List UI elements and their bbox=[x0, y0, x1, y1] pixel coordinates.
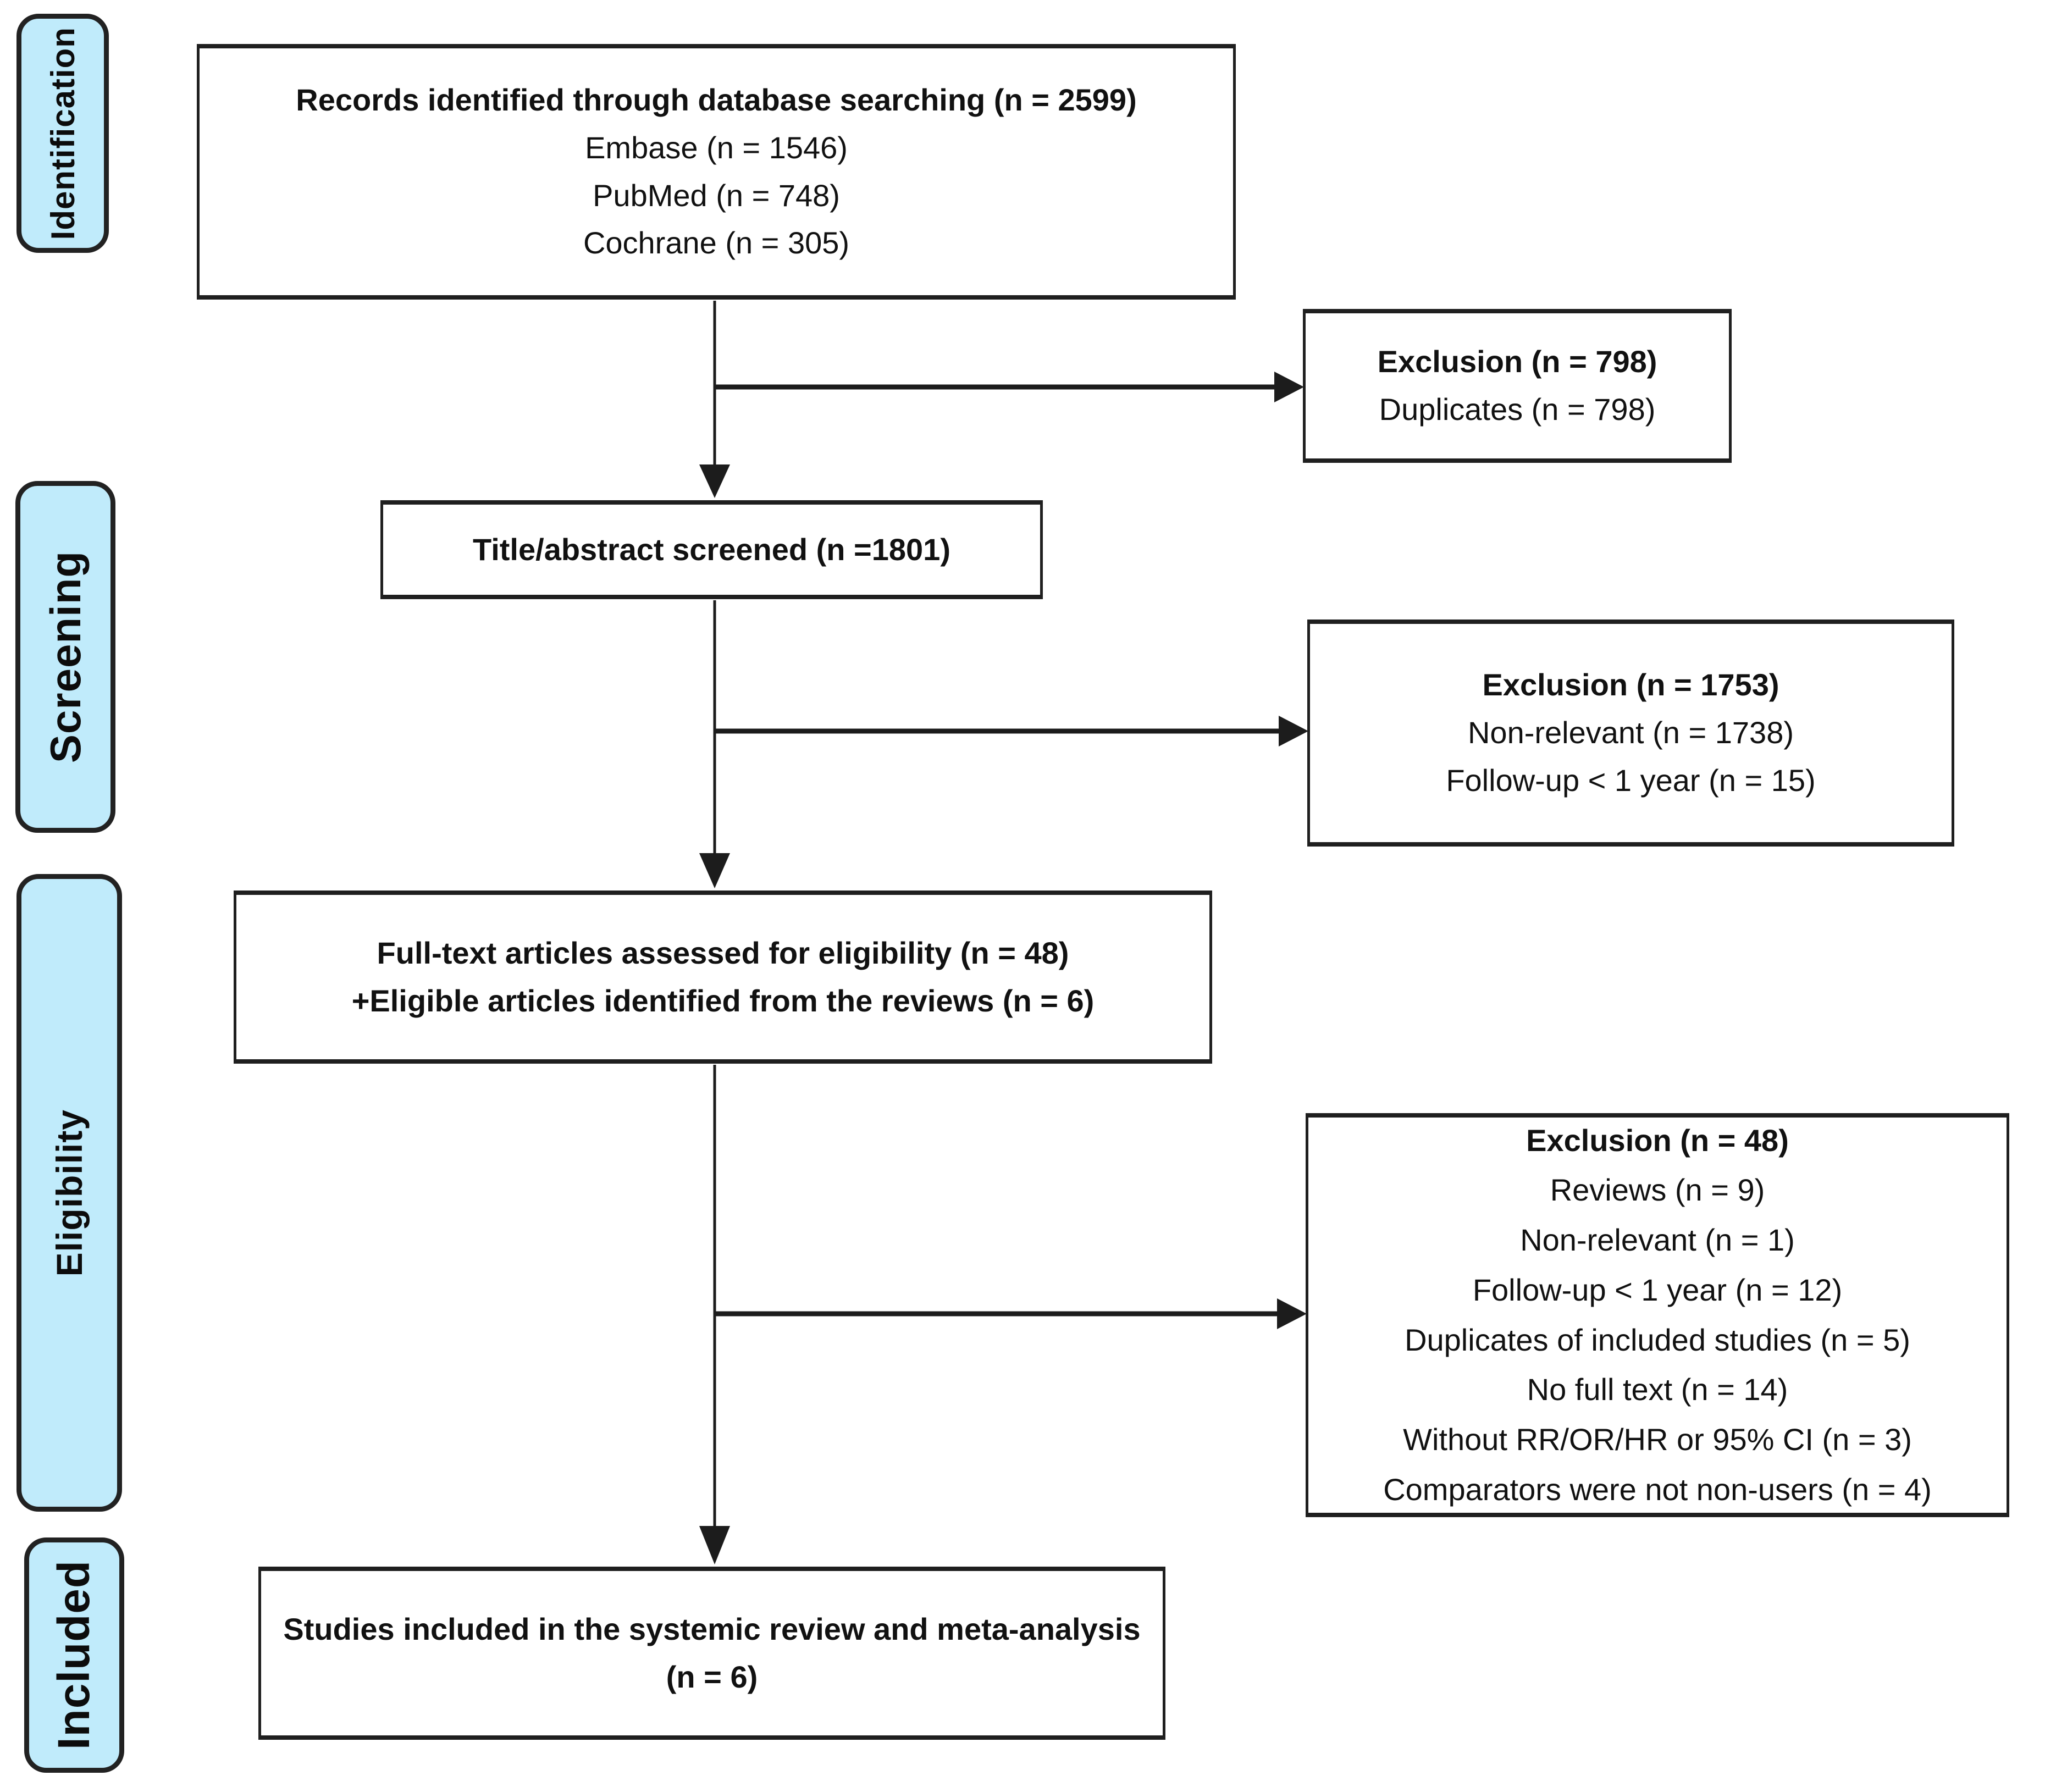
stage-label-included-text: Included bbox=[49, 1560, 99, 1750]
box-exclusion-eligibility-line: Comparators were not non-users (n = 4) bbox=[1383, 1472, 1932, 1507]
box-exclusion-screening-line: Follow-up < 1 year (n = 15) bbox=[1446, 762, 1816, 798]
arrow-to-exclusion-eligibility-head bbox=[1277, 1298, 1307, 1329]
box-records-line: PubMed (n = 748) bbox=[593, 178, 840, 213]
box-exclusion-screening: Exclusion (n = 1753) Non-relevant (n = 1… bbox=[1307, 620, 1954, 847]
stage-label-screening: Screening bbox=[15, 481, 115, 833]
arrow-screened-to-fulltext-head bbox=[699, 853, 730, 888]
box-title-abstract-screened-title: Title/abstract screened (n =1801) bbox=[473, 532, 950, 567]
box-studies-included: Studies included in the systemic review … bbox=[258, 1567, 1165, 1740]
stage-label-included: Included bbox=[24, 1537, 124, 1773]
box-exclusion-duplicates-title: Exclusion (n = 798) bbox=[1377, 344, 1657, 379]
stage-label-screening-text: Screening bbox=[41, 550, 90, 764]
box-exclusion-eligibility-line: Follow-up < 1 year (n = 12) bbox=[1472, 1272, 1843, 1307]
box-exclusion-eligibility-line: No full text (n = 14) bbox=[1527, 1372, 1788, 1407]
box-records-line: Cochrane (n = 305) bbox=[583, 225, 850, 261]
box-records-title: Records identified through database sear… bbox=[296, 82, 1137, 117]
box-exclusion-eligibility-title: Exclusion (n = 48) bbox=[1526, 1122, 1789, 1158]
stage-label-eligibility-text: Eligibility bbox=[49, 1109, 90, 1277]
box-studies-included-title: Studies included in the systemic review … bbox=[283, 1611, 1141, 1694]
box-title-abstract-screened: Title/abstract screened (n =1801) bbox=[380, 500, 1043, 599]
box-fulltext-assessed-subtitle: +Eligible articles identified from the r… bbox=[351, 983, 1095, 1018]
arrow-records-to-screened-head bbox=[699, 464, 730, 498]
box-records-line: Embase (n = 1546) bbox=[585, 130, 848, 165]
arrow-to-exclusion-duplicates-head bbox=[1274, 372, 1304, 402]
box-exclusion-eligibility-line: Non-relevant (n = 1) bbox=[1520, 1223, 1795, 1258]
box-fulltext-assessed-title: Full-text articles assessed for eligibil… bbox=[377, 935, 1069, 970]
arrow-to-exclusion-screening-head bbox=[1279, 716, 1308, 746]
box-exclusion-eligibility: Exclusion (n = 48) Reviews (n = 9) Non-r… bbox=[1306, 1113, 2009, 1517]
box-exclusion-screening-line: Non-relevant (n = 1738) bbox=[1467, 715, 1794, 750]
stage-label-eligibility: Eligibility bbox=[16, 874, 122, 1512]
box-exclusion-eligibility-line: Reviews (n = 9) bbox=[1550, 1172, 1765, 1208]
box-fulltext-assessed: Full-text articles assessed for eligibil… bbox=[234, 891, 1212, 1064]
arrow-fulltext-to-included-head bbox=[699, 1526, 730, 1564]
box-exclusion-eligibility-line: Without RR/OR/HR or 95% CI (n = 3) bbox=[1403, 1422, 1912, 1457]
box-exclusion-duplicates: Exclusion (n = 798) Duplicates (n = 798) bbox=[1303, 309, 1732, 463]
box-exclusion-eligibility-line: Duplicates of included studies (n = 5) bbox=[1405, 1322, 1910, 1357]
stage-label-identification-text: Identification bbox=[44, 26, 81, 240]
box-exclusion-duplicates-line: Duplicates (n = 798) bbox=[1379, 392, 1656, 427]
stage-label-identification: Identification bbox=[16, 14, 109, 253]
box-records-identified: Records identified through database sear… bbox=[197, 44, 1236, 300]
box-exclusion-screening-title: Exclusion (n = 1753) bbox=[1482, 667, 1779, 703]
